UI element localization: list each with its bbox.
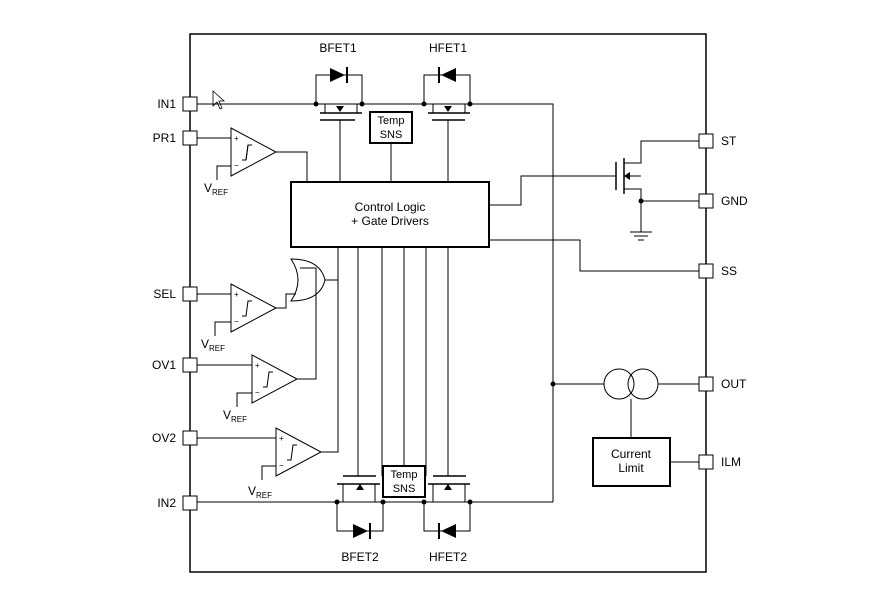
svg-text:+: + bbox=[234, 134, 239, 143]
pin-in1-label: IN1 bbox=[157, 97, 176, 111]
temp-top-line1: Temp bbox=[378, 115, 405, 127]
svg-text:+: + bbox=[234, 290, 239, 299]
current-sense-element bbox=[553, 368, 699, 438]
pin-ov2[interactable]: OV2 bbox=[152, 430, 198, 446]
control-line2: + Gate Drivers bbox=[351, 214, 429, 228]
svg-text:−: − bbox=[279, 461, 284, 470]
pin-ilm[interactable]: ILM bbox=[698, 454, 741, 470]
pin-ov2-label: OV2 bbox=[152, 431, 176, 445]
pin-sel-label: SEL bbox=[153, 287, 176, 301]
temp-sensor-bottom: Temp SNS bbox=[382, 465, 426, 498]
or-gate bbox=[290, 247, 339, 302]
vref-ov2: VREF bbox=[248, 484, 272, 500]
pin-st-label: ST bbox=[721, 134, 737, 148]
control-line1: Control Logic bbox=[355, 200, 426, 214]
pin-ss[interactable]: SS bbox=[698, 263, 737, 279]
vref-sel: VREF bbox=[201, 337, 225, 353]
bfet2-label: BFET2 bbox=[341, 550, 379, 564]
pin-st[interactable]: ST bbox=[698, 133, 737, 149]
pin-gnd[interactable]: GND bbox=[698, 193, 748, 209]
mouse-cursor-icon bbox=[212, 90, 226, 110]
pin-out-label: OUT bbox=[721, 377, 747, 391]
pin-ov1-label: OV1 bbox=[152, 358, 176, 372]
comparator-ov1: + − bbox=[197, 267, 317, 407]
current-limit-block: Current Limit bbox=[592, 437, 699, 487]
pin-in2-label: IN2 bbox=[157, 496, 176, 510]
svg-text:−: − bbox=[234, 317, 239, 326]
current-limit-line1: Current bbox=[611, 447, 652, 461]
bfet2-transistor bbox=[334, 475, 386, 539]
bfet1-label: BFET1 bbox=[319, 41, 357, 55]
comparator-sel: + − bbox=[197, 283, 296, 336]
svg-text:+: + bbox=[279, 434, 284, 443]
hfet1-transistor bbox=[421, 67, 473, 182]
pin-in2[interactable]: IN2 bbox=[157, 495, 198, 511]
pin-gnd-label: GND bbox=[721, 194, 748, 208]
chip-outline bbox=[189, 33, 707, 573]
temp-bottom-line1: Temp bbox=[391, 469, 418, 481]
hfet2-transistor bbox=[421, 475, 473, 539]
hfet2-label: HFET2 bbox=[429, 550, 467, 564]
bfet1-transistor bbox=[313, 67, 365, 182]
pin-sel[interactable]: SEL bbox=[153, 286, 198, 302]
control-logic-block: Control Logic + Gate Drivers bbox=[290, 181, 490, 248]
pin-ilm-label: ILM bbox=[721, 455, 741, 469]
hfet1-label: HFET1 bbox=[429, 41, 467, 55]
vref-pr1: VREF bbox=[204, 181, 228, 197]
temp-top-line2: SNS bbox=[380, 129, 403, 141]
ss-wire bbox=[489, 239, 699, 272]
temp-sensor-top: Temp SNS bbox=[369, 111, 413, 182]
pin-ss-label: SS bbox=[721, 264, 737, 278]
comparator-ov2: + − bbox=[197, 280, 339, 480]
vref-ov1: VREF bbox=[223, 408, 247, 424]
svg-text:−: − bbox=[234, 161, 239, 170]
pin-in1[interactable]: IN1 bbox=[157, 96, 198, 112]
svg-text:−: − bbox=[255, 388, 260, 397]
current-limit-line2: Limit bbox=[618, 461, 644, 475]
pin-out[interactable]: OUT bbox=[698, 376, 747, 392]
ground-symbol bbox=[630, 231, 652, 241]
pin-pr1[interactable]: PR1 bbox=[153, 130, 198, 146]
svg-text:+: + bbox=[255, 361, 260, 370]
comparator-pr1: + − bbox=[197, 127, 308, 182]
status-mosfet bbox=[489, 140, 699, 232]
temp-bottom-line2: SNS bbox=[393, 483, 416, 495]
pin-pr1-label: PR1 bbox=[153, 131, 177, 145]
pin-ov1[interactable]: OV1 bbox=[152, 357, 198, 373]
